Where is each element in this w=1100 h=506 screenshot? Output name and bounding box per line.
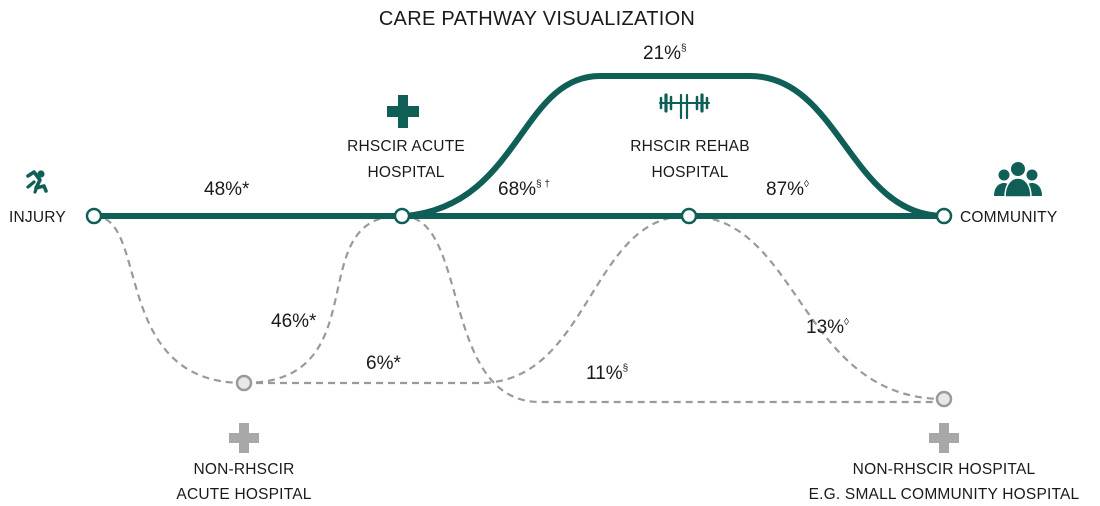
non-rhscir-acute-label-line1: NON-RHSCIR <box>193 461 294 478</box>
node-non-rhscir-hospital <box>935 390 953 408</box>
flow-acute-to-community: 21%§ <box>643 43 687 64</box>
flow-rehab-to-non-hospital: 13%◊ <box>806 317 849 338</box>
injury-label: INJURY <box>9 209 66 226</box>
node-injury <box>85 207 103 225</box>
rhscir-rehab-label-line1: RHSCIR REHAB <box>630 138 750 155</box>
rhscir-acute-label-line2: HOSPITAL <box>367 164 444 181</box>
flow-injury-to-acute: 48%* <box>204 179 250 200</box>
node-non-rhscir-acute <box>235 374 253 392</box>
rhscir-rehab-label-line2: HOSPITAL <box>651 164 728 181</box>
diagram-title: CARE PATHWAY VISUALIZATION <box>379 8 695 30</box>
node-rhscir-acute <box>393 207 411 225</box>
flow-rehab-to-community: 87%◊ <box>766 179 809 200</box>
dumbbell-icon <box>659 93 710 120</box>
rhscir-acute-label-line1: RHSCIR ACUTE <box>347 138 465 155</box>
flow-acute-to-rehab: 68%§ † <box>498 179 550 200</box>
non-rhscir-hospital-label-line2: E.G. SMALL COMMUNITY HOSPITAL <box>809 486 1080 503</box>
medical-cross-icon <box>929 423 959 453</box>
flow-injury-to-non-acute: 46%* <box>271 311 317 332</box>
path-rhscir-acute-to-non-rhscir-hospital <box>401 214 944 404</box>
flow-acute-to-non-hospital: 11%§ <box>586 363 628 384</box>
non-rhscir-acute-label-line2: ACUTE HOSPITAL <box>176 486 311 503</box>
community-label: COMMUNITY <box>960 209 1057 226</box>
path-non-rhscir-acute-to-rhscir-acute <box>243 214 401 385</box>
path-injury-to-non-rhscir-acute <box>93 214 245 385</box>
node-rhscir-rehab <box>680 207 698 225</box>
non-rhscir-hospital-label-line1: NON-RHSCIR HOSPITAL <box>853 461 1036 478</box>
path-rhscir-rehab-to-non-rhscir-hospital <box>688 214 945 401</box>
medical-cross-icon <box>387 95 419 128</box>
node-community <box>935 207 953 225</box>
path-rhscir-acute-to-community <box>402 73 947 219</box>
path-non-rhscir-acute-to-rhscir-rehab <box>244 214 688 385</box>
medical-cross-icon <box>229 423 259 453</box>
people-group-icon <box>994 162 1042 198</box>
flow-non-acute-to-rehab: 6%* <box>366 353 401 374</box>
falling-person-icon <box>26 170 48 194</box>
